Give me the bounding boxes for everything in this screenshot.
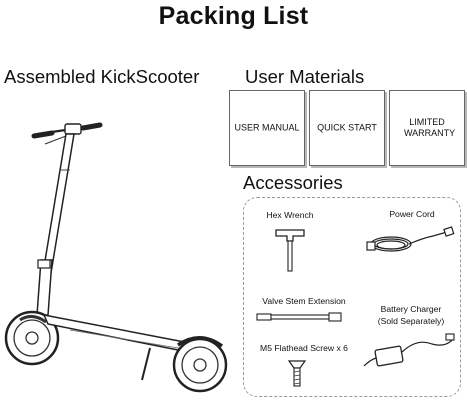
limited-warranty-card: LIMITED WARRANTY <box>389 90 465 166</box>
accessories-panel <box>243 197 461 397</box>
quick-start-label: QUICK START <box>317 122 377 133</box>
accessories-heading: Accessories <box>243 172 343 193</box>
user-manual-card: USER MANUAL <box>229 90 305 166</box>
hex-wrench-label: Hex Wrench <box>266 210 314 220</box>
hex-wrench-icon <box>275 229 305 272</box>
battery-charger-sublabel: (Sold Separately) <box>377 316 445 326</box>
user-materials-heading: User Materials <box>245 66 365 87</box>
scooter-heading: Assembled KickScooter <box>4 66 200 87</box>
power-cord-label: Power Cord <box>389 209 435 219</box>
battery-charger-label: Battery Charger <box>380 304 442 314</box>
valve-stem-extension-icon <box>256 312 342 322</box>
power-cord-icon <box>366 226 455 252</box>
flathead-screw-label: M5 Flathead Screw x 6 <box>260 343 348 353</box>
user-manual-label: USER MANUAL <box>234 122 300 133</box>
limited-warranty-label: LIMITED WARRANTY <box>404 117 456 138</box>
quick-start-card: QUICK START <box>309 90 385 166</box>
flathead-screw-icon <box>287 360 307 387</box>
valve-stem-extension-label: Valve Stem Extension <box>262 296 346 306</box>
kickscooter-illustration <box>4 122 228 393</box>
page-title: Packing List <box>158 2 309 30</box>
battery-charger-icon <box>363 333 455 367</box>
